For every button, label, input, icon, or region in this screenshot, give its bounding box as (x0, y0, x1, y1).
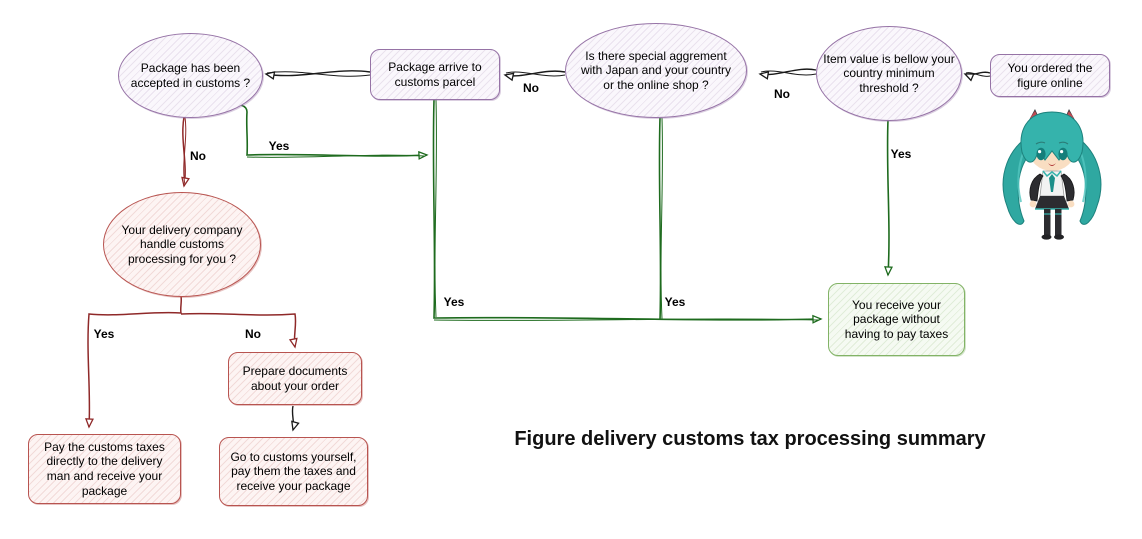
edge-special-branch-sketch (660, 117, 663, 320)
node-prepare-documents-label: Prepare documents about your order (242, 363, 348, 393)
miku-figure-image (1002, 109, 1102, 240)
edge-ordered-to-itemvalue-sketch (965, 72, 991, 77)
edge-accepted-no-to-delivery-sketch (183, 116, 187, 186)
edge-arrive-branch-to-receive (432, 99, 821, 320)
node-arrive-customs-label: Package arrive to customs parcel (388, 59, 482, 89)
edge-label-accepted-no: No (188, 149, 208, 163)
edge-label-delivery-no: No (243, 327, 263, 341)
node-go-to-customs-label: Go to customs yourself, pay them the tax… (230, 449, 357, 493)
node-special-agreement: Is there special aggrement with Japan an… (565, 23, 747, 118)
edge-arrive-branch-sketch (433, 99, 819, 321)
edge-label-accepted-yes: Yes (266, 139, 292, 153)
edge-itemvalue-to-special (760, 68, 817, 74)
node-receive-no-tax-label: You receive your package without having … (844, 297, 949, 341)
edge-label-special-yes: Yes (662, 295, 688, 309)
edge-arrive-to-accepted-sketch (266, 71, 371, 77)
node-receive-no-tax: You receive your package without having … (828, 283, 965, 356)
edge-arrive-to-accepted (266, 70, 371, 76)
node-accepted-customs-label: Package has been accepted in customs ? (130, 60, 251, 90)
node-go-to-customs: Go to customs yourself, pay them the tax… (219, 437, 368, 506)
node-pay-delivery-man-label: Pay the customs taxes directly to the de… (44, 439, 165, 498)
edge-label-arrive-yes: Yes (441, 295, 467, 309)
edge-label-itemvalue-yes: Yes (888, 147, 914, 161)
edge-special-branch-to-receive (658, 117, 662, 321)
edge-label-delivery-yes: Yes (91, 327, 117, 341)
node-ordered-label: You ordered the figure online (1007, 60, 1093, 90)
edge-label-itemvalue-no: No (772, 87, 792, 101)
node-delivery-company-label: Your delivery company handle customs pro… (121, 222, 243, 266)
node-prepare-documents: Prepare documents about your order (228, 352, 362, 405)
node-pay-delivery-man: Pay the customs taxes directly to the de… (28, 434, 181, 504)
node-item-value: Item value is bellow your country minimu… (816, 26, 962, 121)
node-accepted-customs: Package has been accepted in customs ? (118, 33, 263, 118)
node-delivery-company: Your delivery company handle customs pro… (103, 192, 261, 297)
node-item-value-label: Item value is bellow your country minimu… (823, 51, 955, 95)
node-special-agreement-label: Is there special aggrement with Japan an… (580, 48, 732, 92)
edge-label-special-no: No (521, 81, 541, 95)
edge-delivery-yes-to-pay (88, 295, 183, 427)
node-arrive-customs: Package arrive to customs parcel (370, 49, 500, 100)
edge-delivery-no-to-prepare (180, 312, 296, 347)
edge-accepted-yes-sketch (246, 154, 425, 158)
edge-itemvalue-to-special-sketch (760, 70, 817, 76)
node-ordered: You ordered the figure online (990, 54, 1110, 97)
edge-ordered-to-itemvalue (965, 71, 991, 75)
diagram-title: Figure delivery customs tax processing s… (514, 428, 986, 450)
edge-accepted-yes (228, 103, 427, 156)
edge-special-to-arrive-sketch (505, 71, 566, 77)
edge-itemvalue-yes-to-receive (888, 119, 889, 275)
edge-prepare-to-gocustoms (292, 405, 293, 430)
